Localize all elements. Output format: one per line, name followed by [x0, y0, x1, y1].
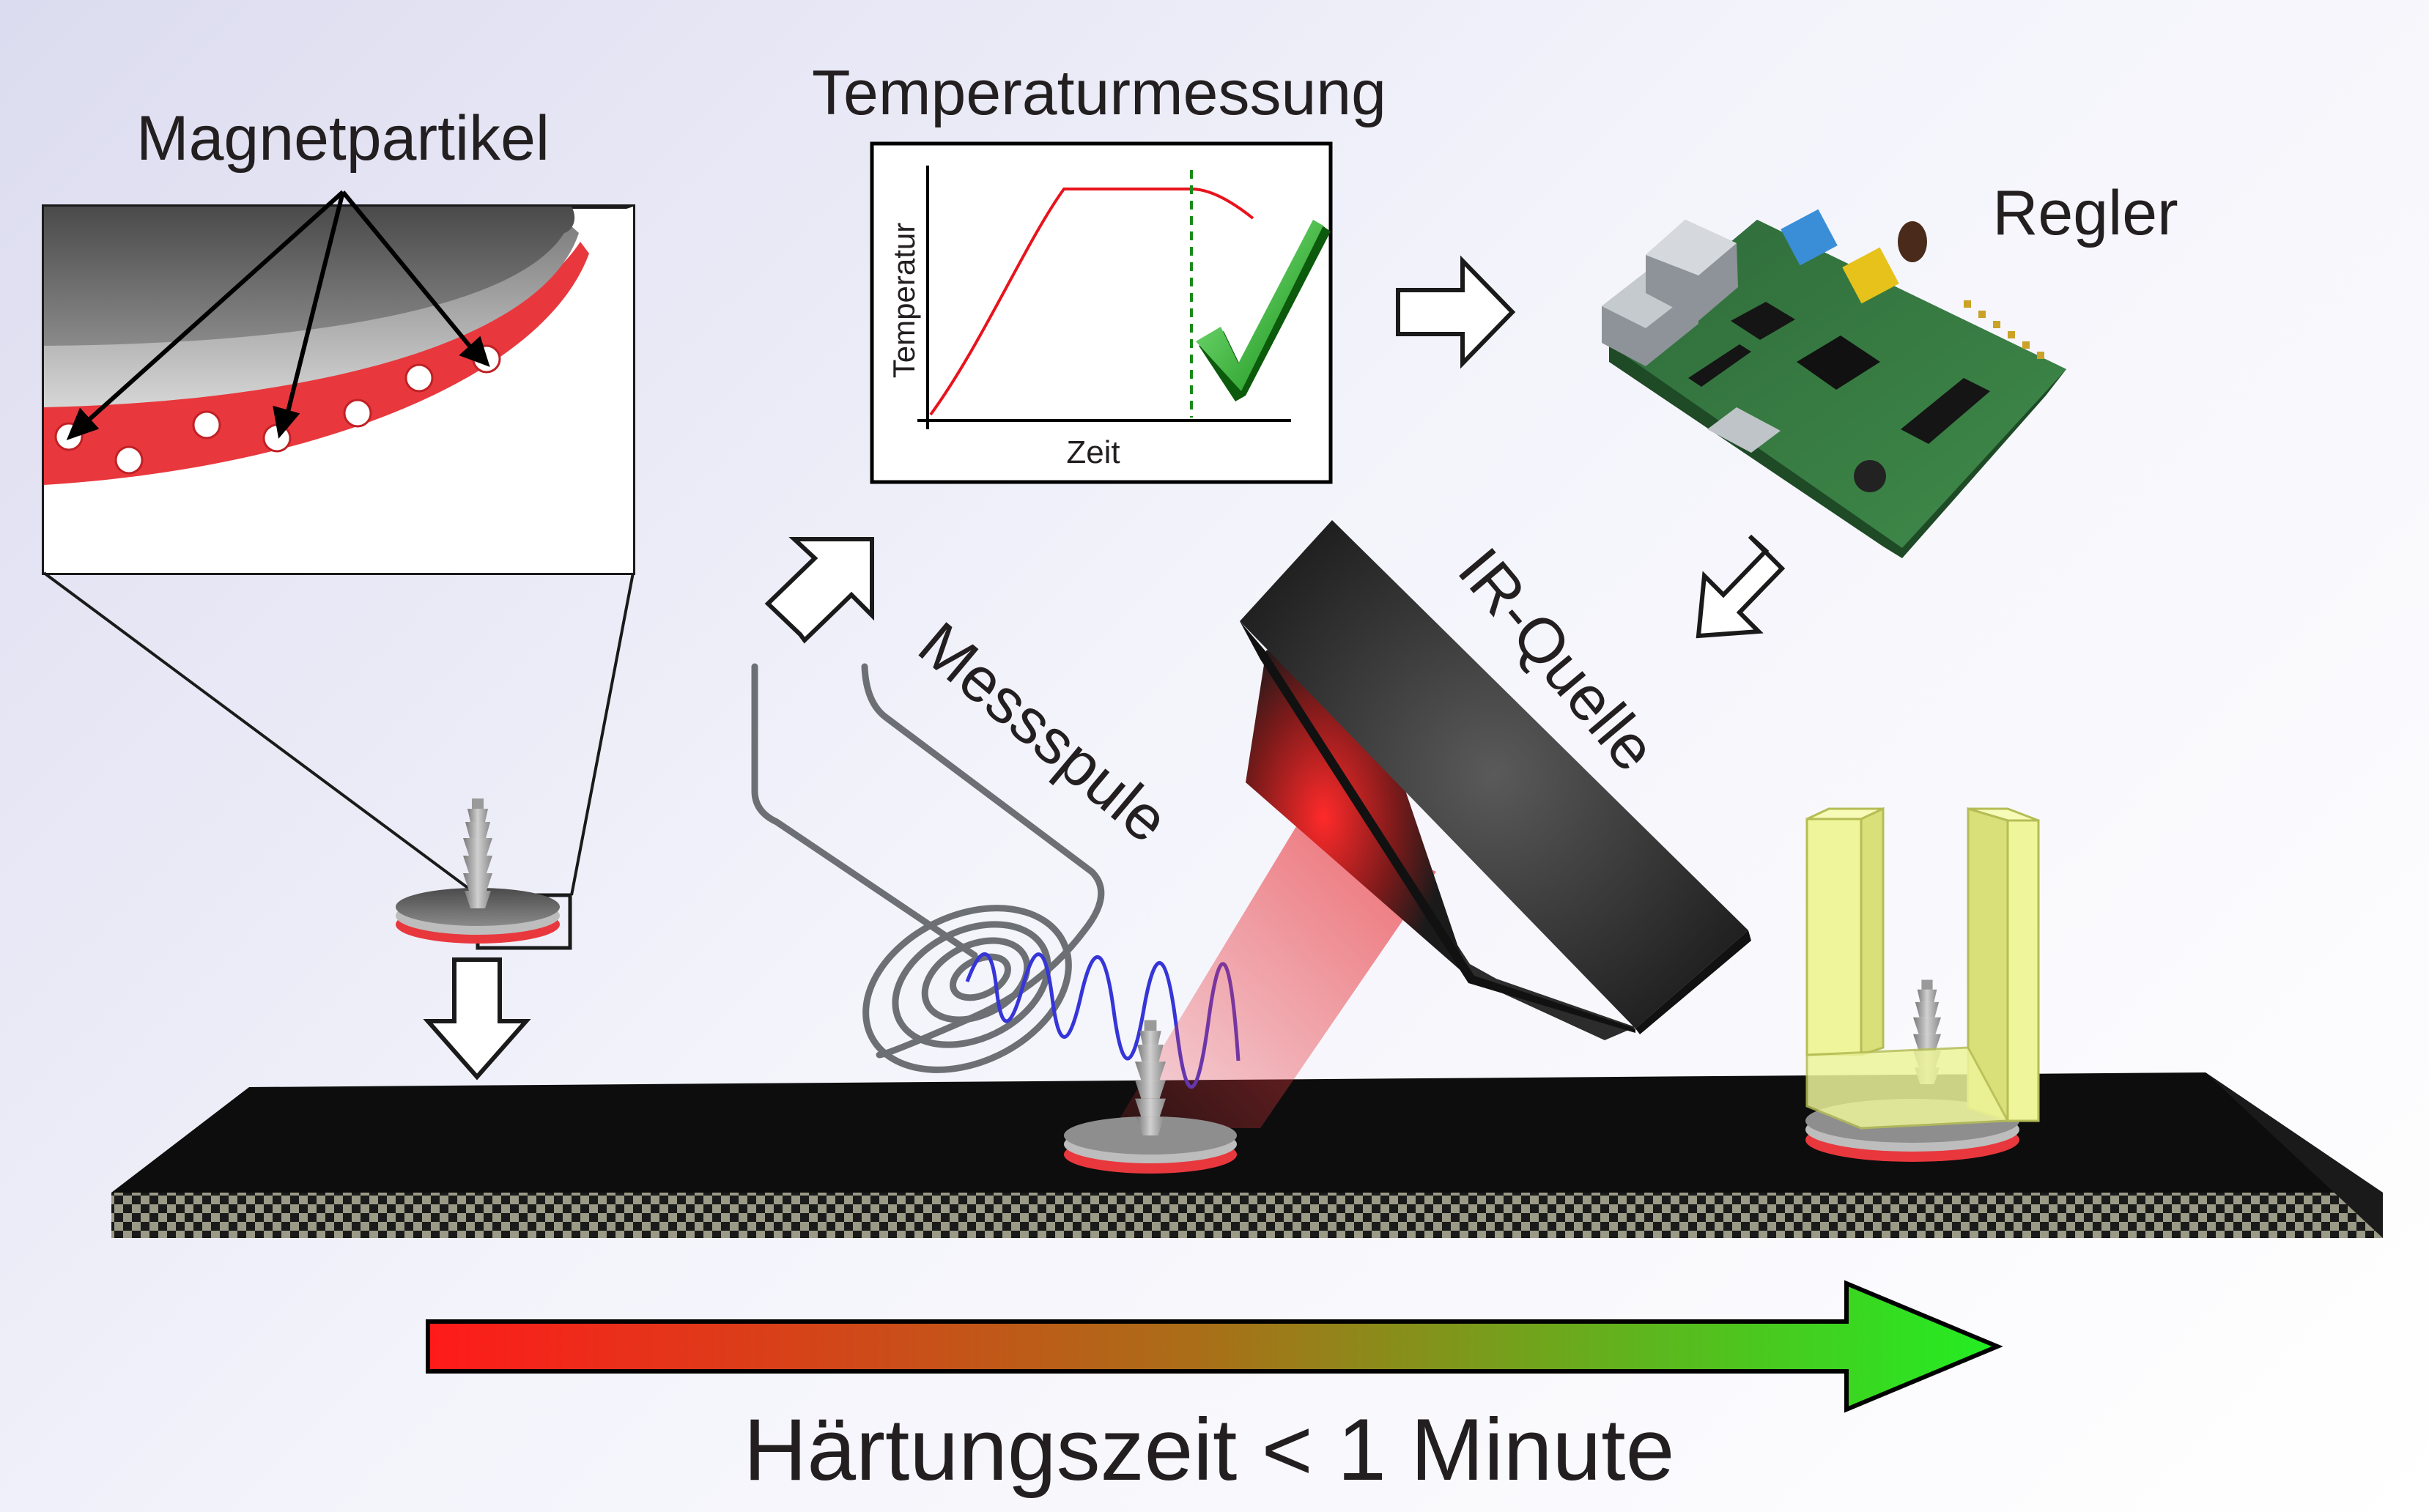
magnet-particle [343, 399, 372, 428]
ir-source [1240, 520, 1751, 1040]
measuring-coil-label: Messspule [906, 609, 1182, 856]
curing-time-arrow [426, 1280, 2003, 1413]
curing-time-label: Härtungszeit < 1 Minute [744, 1401, 1675, 1499]
check-mark-icon [1196, 220, 1331, 401]
disk-top [44, 207, 575, 346]
stud-curing [1064, 1020, 1237, 1174]
stud-before-application [396, 798, 560, 944]
adhesive-layer [44, 242, 589, 485]
arrow-coil-to-graph [764, 537, 874, 644]
magnet-particles-label: Magnetpartikel [136, 103, 550, 174]
disk-rim [44, 220, 579, 407]
graph-xlabel: Zeit [1066, 434, 1120, 470]
arrow-controller-to-ir [1696, 534, 1786, 639]
coil-ring [862, 905, 1072, 1073]
arrow-graph-to-controller [1396, 255, 1516, 369]
temperature-curve [929, 188, 1254, 416]
graph-frame [870, 141, 1333, 484]
particle-pointer-arrows [66, 190, 490, 441]
temperature-graph: Temperatur Zeit [870, 141, 1333, 484]
coil-ring [921, 937, 1031, 1023]
graph-ylabel: Temperatur [887, 223, 921, 378]
zoom-inset: Magnetpartikel [42, 103, 635, 575]
measuring-coil [751, 663, 1105, 1073]
magnet-particle [404, 363, 434, 393]
magnet-particle [192, 410, 221, 440]
temperature-measurement-label: Temperaturmessung [812, 58, 1386, 128]
audio-jack [1781, 209, 1838, 266]
magnet-particle [114, 445, 144, 475]
controller-label: Regler [1992, 178, 2178, 248]
ir-beam [1114, 813, 1436, 1128]
video-jack [1842, 247, 1899, 304]
zoom-projection-lines [42, 571, 635, 950]
coil-ring [892, 921, 1051, 1048]
stud-holder [1805, 807, 2040, 1162]
down-arrow [423, 957, 531, 1081]
controller-board [1602, 209, 2066, 558]
coil-ring [950, 953, 1011, 1001]
